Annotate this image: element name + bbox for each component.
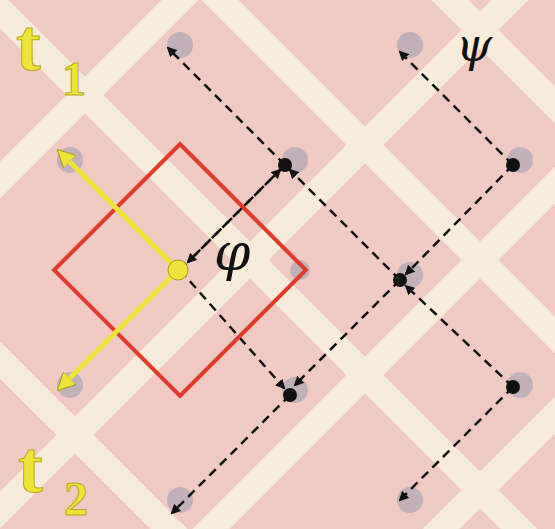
vector-subscript: 1 bbox=[62, 55, 86, 103]
vector-subscript: 2 bbox=[64, 475, 88, 523]
origin-site bbox=[168, 260, 188, 280]
vector-symbol: t bbox=[16, 8, 41, 82]
lattice-vectors bbox=[60, 152, 178, 388]
angle-symbol: ψ bbox=[456, 22, 492, 68]
grey-sites bbox=[57, 32, 533, 513]
unit-cell bbox=[54, 144, 306, 396]
vector-symbol: t bbox=[18, 430, 43, 504]
lattice-sites bbox=[278, 158, 520, 402]
angle-symbol: φ bbox=[214, 226, 250, 278]
dashed-arrows bbox=[168, 48, 513, 513]
